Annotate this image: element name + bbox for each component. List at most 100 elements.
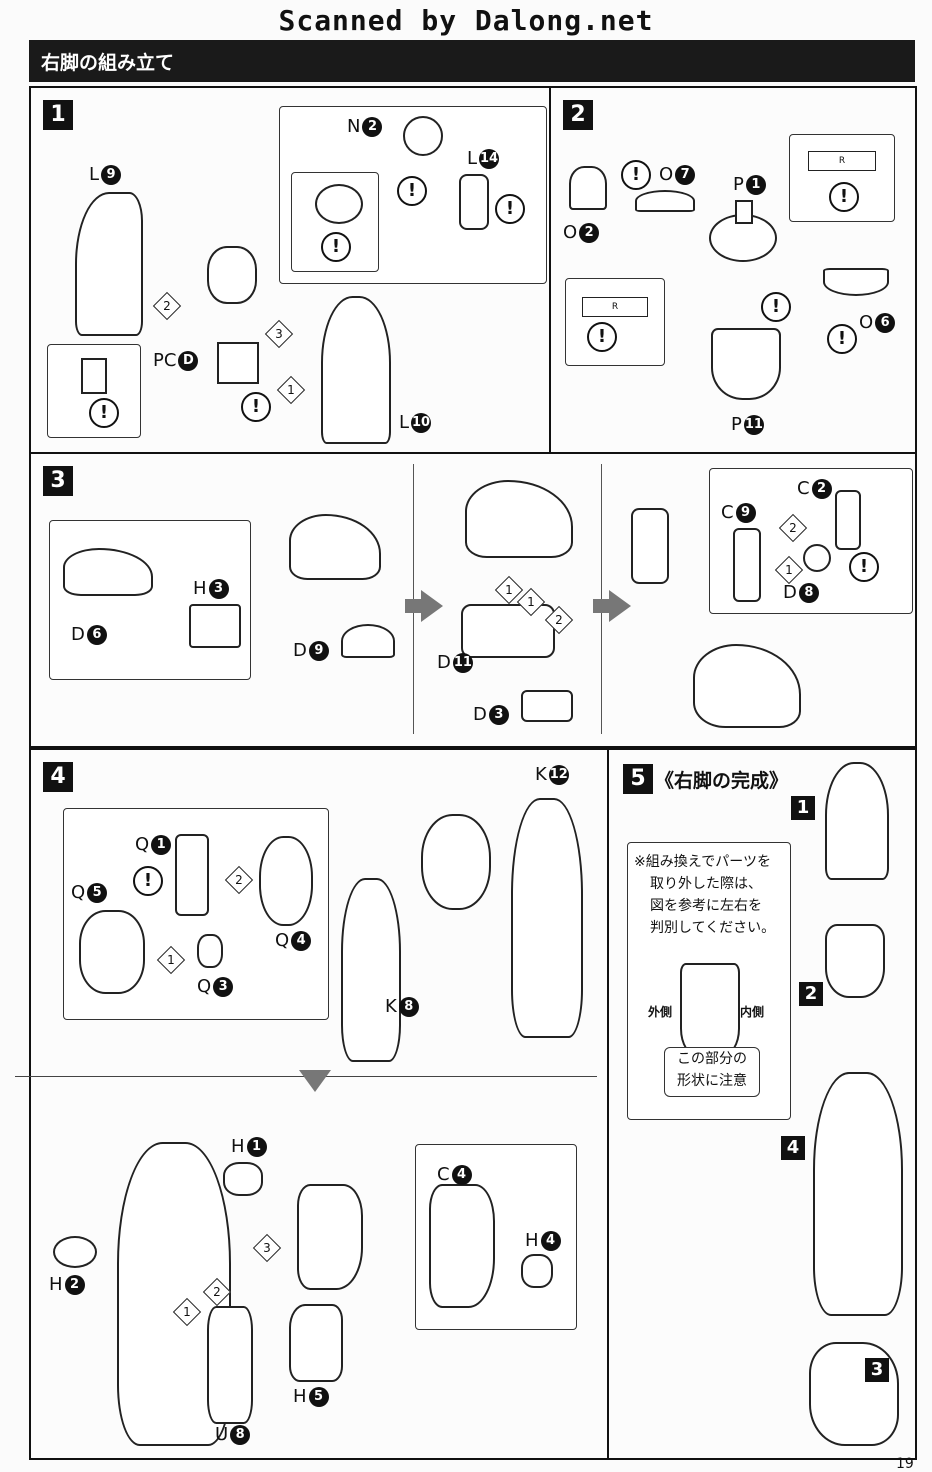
part-detail-cap: [315, 184, 363, 224]
section-title: 右脚の組み立て: [41, 52, 175, 74]
part-q1: [175, 834, 209, 916]
label-letter: D: [473, 704, 487, 725]
substep-2: 2: [799, 982, 823, 1006]
label-letter: Q: [71, 882, 86, 903]
seq-text: 2: [213, 1285, 221, 1299]
part-h1: [223, 1162, 263, 1196]
label-number: 1: [745, 174, 766, 195]
label-number: 10: [411, 412, 432, 433]
label-letter: O: [659, 164, 674, 185]
label-number: 8: [398, 996, 419, 1017]
part-q4: [259, 836, 313, 926]
step-5-panel: 5 《右脚の完成》 ※組み換えでパーツを 取り外した際は、 図を参考に左右を 判…: [607, 748, 917, 1460]
note-line: ※組み換えでパーツを: [634, 854, 772, 870]
seq-text: 3: [263, 1241, 271, 1255]
label-number: 9: [101, 164, 122, 185]
label-number: 6: [86, 624, 107, 645]
note-line: 取り外した際は、: [650, 876, 762, 892]
part-cup-diagram: [680, 963, 740, 1057]
part-shoe-top: [465, 480, 573, 558]
label-number: 11: [452, 652, 473, 673]
part-p1-post: [735, 200, 753, 224]
label-letter: PC: [153, 350, 177, 371]
part-shoe-d6: [63, 548, 153, 596]
substep-1: 1: [791, 796, 815, 820]
detail-box: [49, 520, 251, 680]
caution-icon: !: [133, 866, 163, 896]
seq-text: 1: [167, 953, 175, 967]
seq-text: 1: [287, 383, 295, 397]
label-letter: Q: [275, 930, 290, 951]
substep-4: 4: [781, 1136, 805, 1160]
part-u8: [207, 1306, 253, 1424]
label-letter: L: [467, 148, 478, 169]
label-number: 9: [735, 502, 756, 523]
seq-marker-3: 3: [252, 1233, 282, 1263]
r-plate: R: [808, 151, 876, 171]
label-number: 1: [151, 834, 172, 855]
r-mark: R: [838, 156, 846, 166]
caution-icon: !: [495, 194, 525, 224]
label-letter: C: [797, 478, 810, 499]
part-hip-cup: [825, 924, 885, 998]
seq-text: 1: [785, 563, 793, 577]
label-number: 12: [548, 764, 569, 785]
note-box: ※組み換えでパーツを 取り外した際は、 図を参考に左右を 判別してください。 外…: [627, 842, 791, 1120]
seq-text: 2: [235, 873, 243, 887]
part-h3: [189, 604, 241, 648]
label-letter: L: [399, 412, 410, 433]
label-number: 5: [308, 1386, 329, 1407]
label-number: 2: [811, 478, 832, 499]
caution-line: 形状に注意: [677, 1073, 747, 1089]
label-number: 3: [488, 704, 509, 725]
label-number: 4: [540, 1230, 561, 1251]
part-l9-shell: [75, 192, 143, 336]
part-k8: [341, 878, 401, 1062]
seq-text: 2: [163, 299, 171, 313]
part-c2: [835, 490, 861, 550]
part-l14-hook: [459, 174, 489, 230]
label-letter: L: [89, 164, 100, 185]
part-d8: [803, 544, 831, 572]
r-plate: R: [582, 297, 648, 317]
caution-icon: !: [761, 292, 791, 322]
step-2-number: 2: [563, 100, 593, 130]
part-h4: [521, 1254, 553, 1288]
label-letter: H: [193, 578, 207, 599]
label-number: 11: [743, 414, 764, 435]
next-arrow-icon: [609, 590, 631, 622]
part-o6-ring: [823, 268, 889, 296]
label-letter: H: [231, 1136, 245, 1157]
detail-box-r-bottom: R: [565, 278, 665, 366]
label-letter: K: [385, 996, 397, 1017]
part-armor: [297, 1184, 363, 1290]
part-thigh-cover: [825, 762, 889, 880]
part-q3: [197, 934, 223, 968]
scan-watermark: Scanned by Dalong.net: [278, 4, 654, 37]
part-d9-heel: [341, 624, 395, 658]
label-letter: N: [347, 116, 361, 137]
label-letter: D: [71, 624, 85, 645]
seq-text: 2: [555, 613, 563, 627]
inner-side-label: 内側: [740, 1005, 765, 1019]
label-number: 9: [308, 640, 329, 661]
